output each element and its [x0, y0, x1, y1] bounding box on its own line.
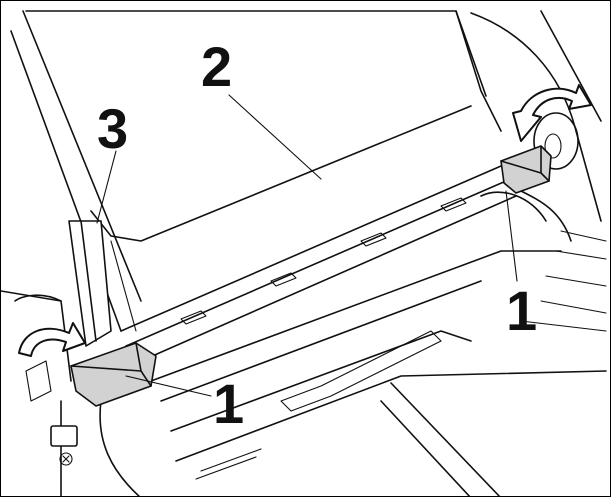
callout-3: 3: [97, 97, 129, 160]
rotation-arrow-right-icon: [512, 84, 592, 142]
callout-1-left: 1: [213, 372, 245, 435]
rotation-arrow-left-icon: [18, 322, 86, 357]
base-structure: [60, 250, 607, 496]
latch-right: [500, 145, 552, 194]
right-hinge: [480, 112, 579, 242]
latch-left: [70, 342, 157, 407]
callout-1-right: 1: [506, 279, 538, 342]
callout-2: 2: [201, 35, 233, 98]
leader-lines: [96, 94, 518, 397]
lever: [68, 220, 112, 347]
rail-bar: [120, 165, 517, 362]
left-hinge: [25, 360, 78, 466]
